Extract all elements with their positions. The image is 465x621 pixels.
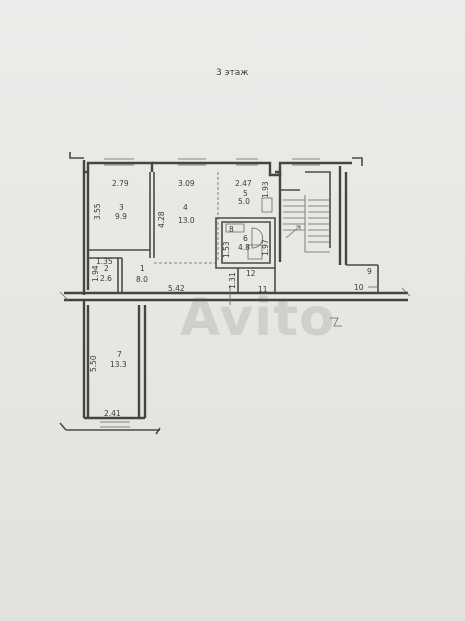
- room-7-number: 7: [117, 350, 122, 359]
- room-2-area: 2.6: [100, 274, 112, 283]
- room-7-area: 13.3: [110, 360, 127, 369]
- floor-label: 3 этаж: [216, 68, 248, 78]
- dim-2-41: 2.41: [104, 409, 121, 418]
- watermark: Avito: [180, 288, 336, 348]
- room-10-number: 10: [354, 283, 364, 292]
- room-2-number: 2: [104, 264, 109, 273]
- room-labels: 3 9.9 4 13.0 5 5.0 6 4.8 8 1 8.0 2 2.6 7…: [100, 189, 372, 369]
- room-8-number: 8: [229, 225, 234, 234]
- dim-3-09: 3.09: [178, 179, 195, 188]
- dim-1-94: 1.94: [91, 265, 100, 282]
- room-6-number: 6: [243, 234, 248, 243]
- dim-2-47: 2.47: [235, 179, 252, 188]
- room-6-area: 4.8: [238, 243, 250, 252]
- dim-1-97: 1.97: [261, 239, 270, 256]
- dim-1-31: 1.31: [228, 272, 237, 289]
- room-5-area: 5.0: [238, 197, 250, 206]
- room-1-area: 8.0: [136, 275, 148, 284]
- dim-5-50: 5.50: [89, 355, 98, 372]
- room-5-number: 5: [243, 189, 248, 198]
- dim-3-55: 3.55: [93, 203, 102, 220]
- dim-1-35: 1.35: [96, 257, 113, 266]
- room-4-number: 4: [183, 203, 188, 212]
- room-4-area: 13.0: [178, 216, 195, 225]
- room-3-number: 3: [119, 203, 124, 212]
- dim-2-79: 2.79: [112, 179, 129, 188]
- room-3-area: 9.9: [115, 212, 127, 221]
- room-12-number: 12: [246, 269, 256, 278]
- dimension-labels: 2.79 3.09 2.47 1.93 3.55 4.28 1.35 1.94 …: [89, 179, 270, 418]
- walls: [59, 152, 411, 435]
- room-9-number: 9: [367, 267, 372, 276]
- dim-4-28: 4.28: [157, 211, 166, 228]
- dim-5-42: 5.42: [168, 284, 185, 293]
- room-1-number: 1: [140, 264, 145, 273]
- room-11-number: 11: [258, 285, 268, 294]
- dim-1-53: 1.53: [222, 241, 231, 258]
- dim-1-93: 1.93: [261, 181, 270, 198]
